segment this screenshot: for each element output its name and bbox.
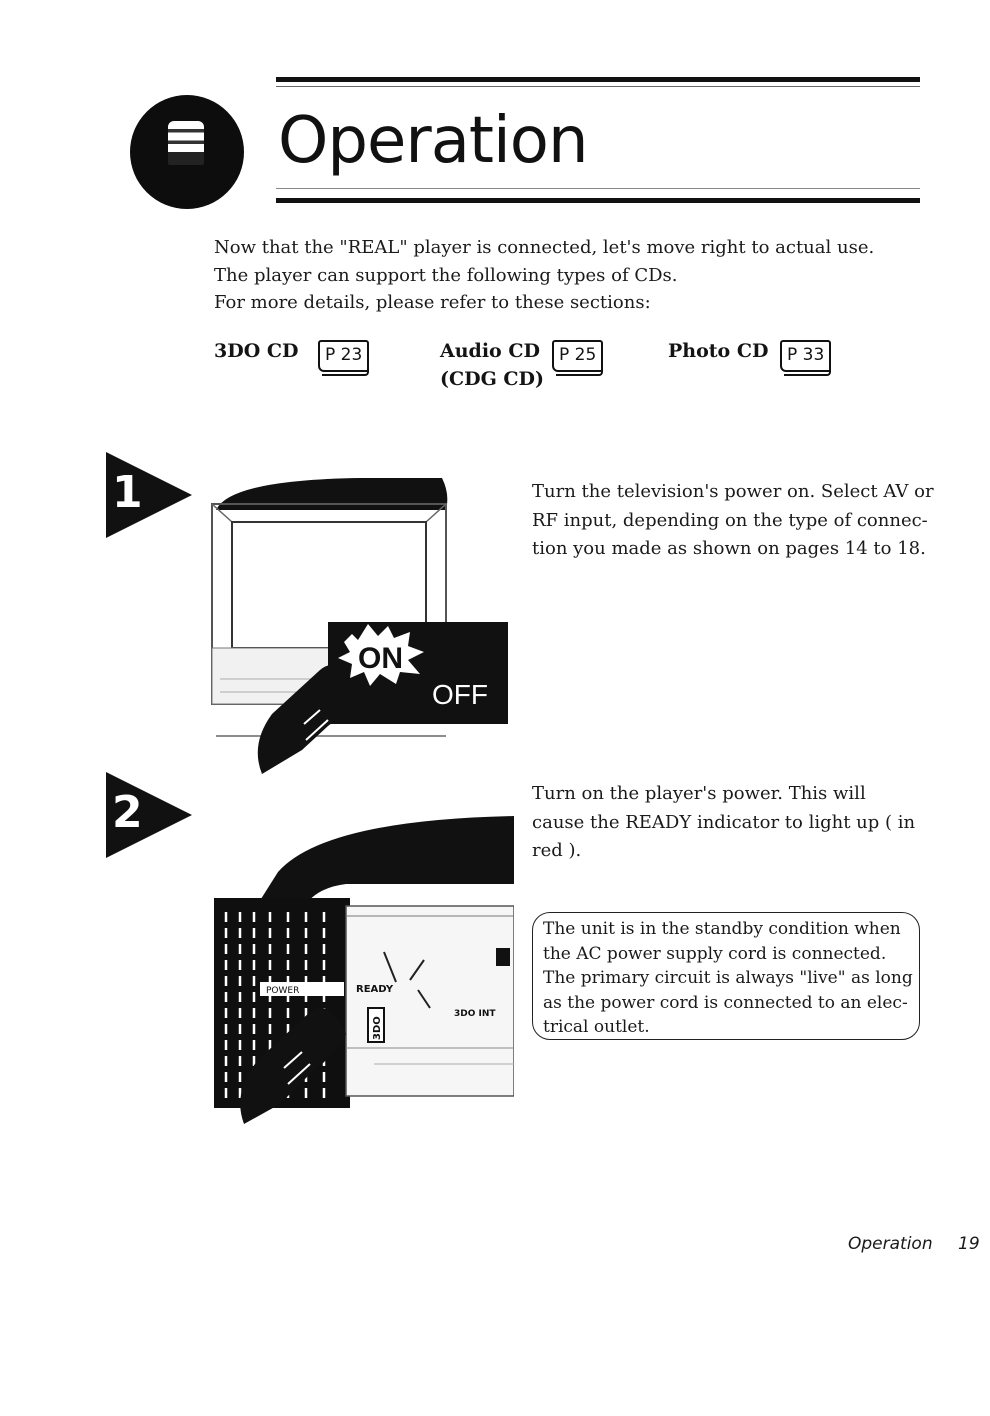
player-illustration: POWER READY 3DO 3DO INT	[214, 816, 514, 1124]
on-label: ON	[358, 642, 403, 675]
page-ref-3do: P 23	[325, 345, 363, 365]
step-number: 1	[112, 467, 143, 518]
step-line: RF input, depending on the type of conne…	[532, 509, 928, 531]
step-line: tion you made as shown on pages 14 to 18…	[532, 538, 926, 559]
step-1-marker: 1	[106, 452, 194, 538]
note-line: as the power cord is connected to an ele…	[543, 992, 908, 1013]
page-ref-photo: P 33	[787, 345, 825, 365]
power-label: POWER	[266, 986, 299, 996]
cd-type-3do: 3DO CD	[214, 340, 299, 362]
intro-paragraph: Now that the "REAL" player is connected,…	[214, 234, 874, 317]
off-label: OFF	[432, 679, 488, 710]
header-rule-bottom-thin	[276, 188, 920, 189]
logo-label: 3DO INT	[454, 1009, 496, 1019]
step-number: 2	[112, 787, 143, 838]
note-line: the AC power supply cord is connected.	[543, 943, 887, 964]
footer-section: Operation	[848, 1234, 933, 1254]
book-icon[interactable]: P 23	[318, 340, 370, 376]
header-rule-top-thin	[276, 86, 920, 87]
hand-pointing-icon	[130, 95, 244, 209]
step-1-text: Turn the television's power on. Select A…	[532, 478, 934, 564]
intro-line: For more details, please refer to these …	[214, 292, 651, 313]
note-line: The unit is in the standby condition whe…	[543, 919, 901, 939]
page-number: 19	[958, 1234, 980, 1254]
cd-type-photo: Photo CD	[668, 340, 769, 362]
intro-line: Now that the "REAL" player is connected,…	[214, 237, 875, 258]
page-ref-audio: P 25	[559, 345, 597, 365]
step-2-text: Turn on the player's power. This will ca…	[532, 780, 915, 866]
arrow-right-icon	[106, 772, 192, 858]
book-icon[interactable]: P 33	[780, 340, 832, 376]
arrow-right-icon	[106, 452, 192, 538]
cd-type-audio: Audio CD	[440, 340, 540, 362]
step-line: Turn the television's power on. Select A…	[532, 481, 934, 502]
header-rule-bottom	[276, 198, 920, 203]
standby-note: The unit is in the standby condition whe…	[532, 912, 920, 1040]
step-line: Turn on the player's power. This will	[532, 783, 866, 804]
book-icon[interactable]: P 25	[552, 340, 604, 376]
page-title: Operation	[278, 104, 588, 178]
intro-line: The player can support the following typ…	[214, 264, 678, 286]
cd-type-audio-sub: (CDG CD)	[440, 368, 545, 390]
step-2-marker: 2	[106, 772, 194, 858]
tv-illustration: ON OFF	[211, 478, 508, 774]
note-line: The primary circuit is always "live" as …	[543, 968, 913, 988]
step-line: cause the READY indicator to light up ( …	[532, 811, 916, 833]
header-rule-top	[276, 77, 920, 82]
note-line: trical outlet.	[543, 1017, 650, 1037]
brand-label: 3DO	[372, 1016, 383, 1040]
step-line: red ).	[532, 840, 582, 861]
ready-label: READY	[356, 984, 394, 995]
